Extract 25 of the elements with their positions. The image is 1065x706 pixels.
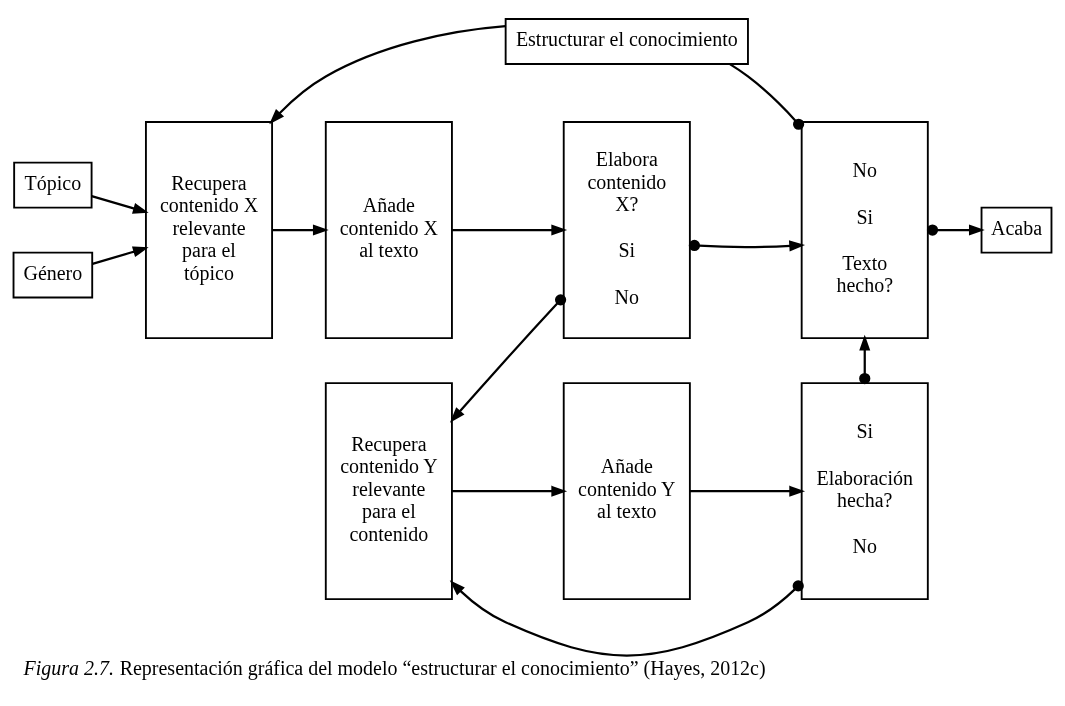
node-box: Añade contenido X al texto bbox=[324, 120, 453, 339]
arrow bbox=[269, 24, 506, 124]
node-box: No Si Texto hecho? bbox=[800, 120, 929, 339]
node-box: Añade contenido Y al texto bbox=[562, 381, 691, 600]
node-box: Recupera contenido X relevante para el tópico bbox=[145, 120, 273, 339]
arrow bbox=[451, 224, 568, 236]
node-box: Tópico bbox=[13, 161, 93, 209]
arrow bbox=[926, 223, 985, 236]
arrow bbox=[92, 246, 149, 265]
arrow bbox=[91, 194, 149, 214]
caption: Figura 2.7. Representación gráfica del modelo “estructurar el conocimiento” (Hayes, 2012c) bbox=[23, 656, 766, 679]
node-box: Elabora contenido X? Si No bbox=[562, 120, 691, 339]
arrow bbox=[272, 224, 329, 236]
arrow bbox=[859, 334, 871, 384]
arrow bbox=[449, 579, 804, 657]
node-box: Género bbox=[12, 251, 94, 298]
node-box: Estructurar el conocimiento bbox=[504, 17, 749, 65]
arrow bbox=[688, 239, 806, 251]
arrow bbox=[689, 485, 806, 497]
connector bbox=[729, 62, 805, 130]
node-box: Si Elaboración hecha? No bbox=[800, 381, 929, 600]
arrow bbox=[451, 485, 568, 497]
node-box: Recupera contenido Y relevante para el contenido bbox=[324, 381, 453, 600]
node-box: Acaba bbox=[980, 206, 1053, 253]
arrow bbox=[449, 293, 567, 423]
